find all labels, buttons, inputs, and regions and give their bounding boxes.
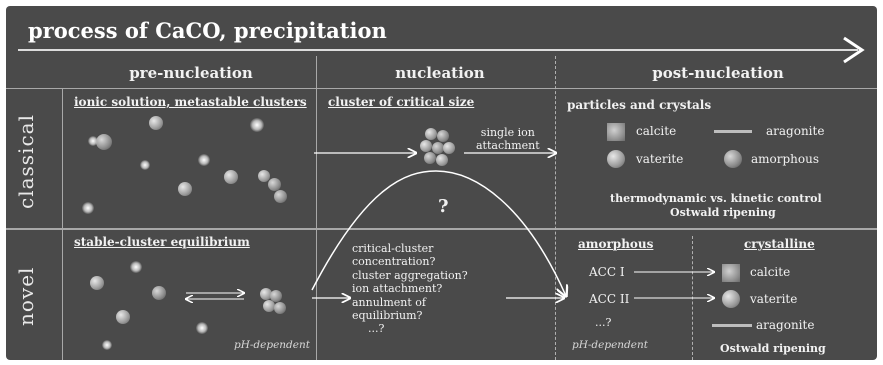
legend-amorphous: amorphous <box>751 152 820 166</box>
question-line: critical-cluster <box>352 242 434 255</box>
cluster-icon <box>274 302 286 314</box>
column-divider-2 <box>555 56 556 360</box>
column-divider-1 <box>316 56 317 360</box>
amorphous-sphere-icon <box>724 150 742 168</box>
cluster-dot <box>152 286 166 300</box>
cluster-icon <box>420 140 432 152</box>
cluster-icon <box>436 154 448 166</box>
cluster-icon <box>270 290 282 302</box>
novel-pre-subtitle: stable-cluster equilibrium <box>74 235 250 249</box>
cluster-icon <box>424 152 436 164</box>
thermodynamic-note: thermodynamic vs. kinetic control <box>610 192 822 205</box>
question-line: ...? <box>368 322 385 336</box>
classical-pre-subtitle: ionic solution, metastable clusters <box>74 95 307 109</box>
aragonite-needle-icon <box>714 130 752 133</box>
classical-post-subtitle: particles and crystals <box>567 98 712 112</box>
ion-dot <box>88 136 98 146</box>
cluster-dot <box>90 276 104 290</box>
amorphous-subtitle: amorphous <box>578 237 654 251</box>
aragonite-needle-icon <box>712 324 752 327</box>
arrows-layer <box>6 6 877 360</box>
header-divider <box>6 88 877 89</box>
single-ion-attachment-note: single ion attachment <box>476 126 540 152</box>
acc-more-label: ...? <box>595 316 612 329</box>
column-header-post-nucleation: post-nucleation <box>652 64 784 82</box>
novel-vaterite-label: vaterite <box>750 292 798 306</box>
note-line: attachment <box>476 139 540 152</box>
question-line: concentration? <box>352 255 436 269</box>
cluster-dot <box>149 116 163 130</box>
cluster-icon <box>263 300 275 312</box>
classical-question-mark: ? <box>438 196 449 217</box>
cluster-icon <box>432 142 444 154</box>
diagram-title: process of CaCO, precipitation <box>28 18 387 43</box>
cluster-dot <box>258 170 270 182</box>
cluster-icon <box>437 130 449 142</box>
crystalline-subtitle: crystalline <box>744 237 815 251</box>
cluster-dot <box>224 170 238 184</box>
classical-nuc-subtitle: cluster of critical size <box>328 95 475 109</box>
cluster-dot <box>116 310 130 324</box>
cluster-icon <box>260 288 272 300</box>
novel-calcite-label: calcite <box>750 265 791 279</box>
process-arrow-icon <box>18 36 865 64</box>
ion-dot <box>130 261 142 273</box>
novel-pre-ph-note: pH-dependent <box>234 339 310 351</box>
calcite-square-icon <box>607 123 625 141</box>
row-label-divider <box>62 88 63 360</box>
ion-dot <box>196 322 208 334</box>
ion-dot <box>82 202 94 214</box>
note-line: single ion <box>480 126 535 139</box>
question-line: equilibrium? <box>352 309 423 323</box>
vaterite-sphere-icon <box>722 290 740 308</box>
acc-ii-label: ACC II <box>589 292 630 306</box>
novel-aragonite-label: aragonite <box>756 318 815 332</box>
cluster-icon <box>443 142 455 154</box>
acc-i-label: ACC I <box>589 265 625 279</box>
cluster-dot <box>96 134 112 150</box>
question-line: ion attachment? <box>352 282 443 296</box>
amorphous-ph-note: pH-dependent <box>572 339 648 351</box>
question-line: cluster aggregation? <box>352 268 468 282</box>
vaterite-sphere-icon <box>607 150 625 168</box>
ion-dot <box>198 154 210 166</box>
ion-dot <box>140 160 150 170</box>
cluster-dot <box>274 190 287 203</box>
ostwald-note-classical: Ostwald ripening <box>670 206 776 219</box>
column-header-pre-nucleation: pre-nucleation <box>129 64 253 82</box>
cluster-icon <box>425 128 437 140</box>
diagram-panel: process of CaCO, precipitation pre-nucle… <box>6 6 877 360</box>
legend-calcite: calcite <box>636 124 677 138</box>
column-header-nucleation: nucleation <box>395 64 485 82</box>
legend-aragonite: aragonite <box>766 124 825 138</box>
row-divider <box>6 228 877 230</box>
cluster-dot <box>268 178 281 191</box>
legend-vaterite: vaterite <box>636 152 684 166</box>
calcite-square-icon <box>722 264 740 282</box>
question-line: annulment of <box>352 295 426 309</box>
ion-dot <box>102 340 112 350</box>
ostwald-note-novel: Ostwald ripening <box>720 342 826 355</box>
cluster-dot <box>178 182 192 196</box>
nucleation-questions: critical-cluster concentration? cluster … <box>352 242 468 336</box>
ion-dot <box>250 118 264 132</box>
